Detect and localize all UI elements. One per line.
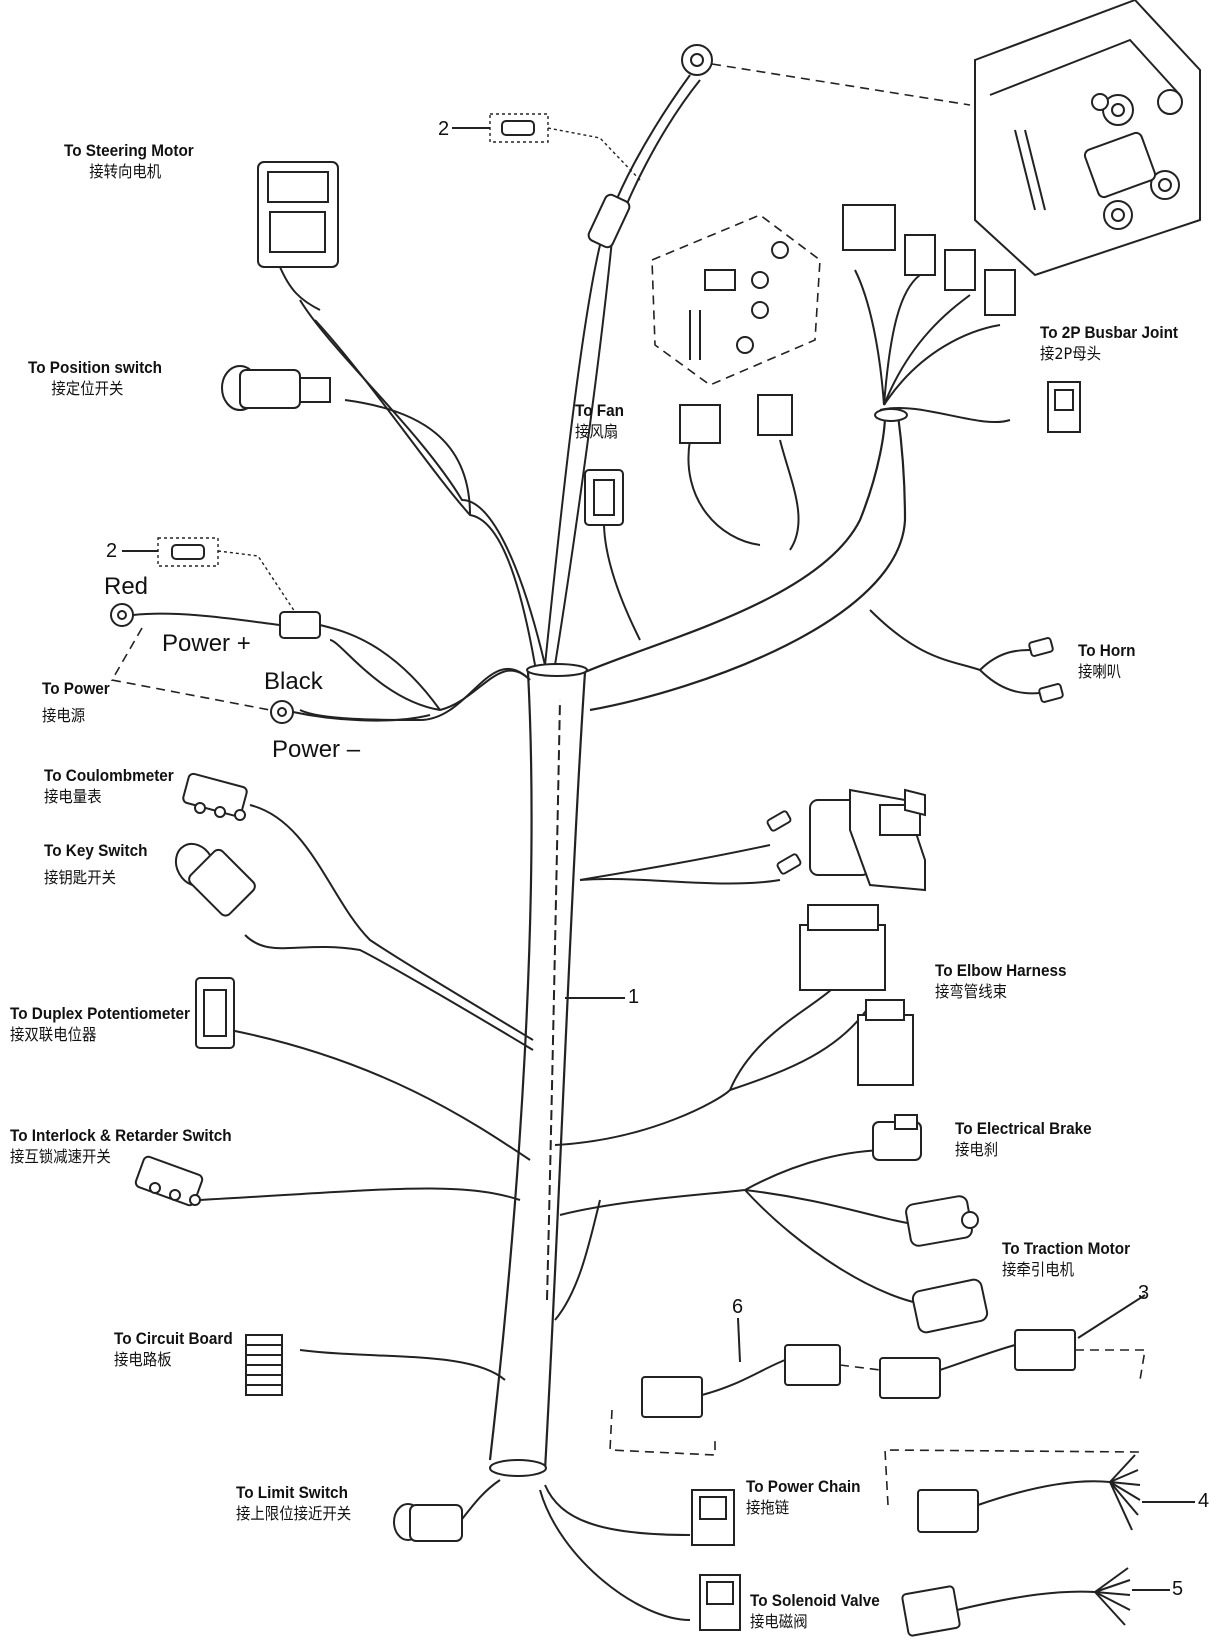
electrical-brake-connector: [872, 1114, 922, 1161]
power-terminals: [110, 603, 441, 724]
label-en: To Steering Motor: [64, 141, 194, 160]
relay: [766, 788, 926, 892]
terminal-black-label: Black: [264, 668, 323, 695]
label-en: To 2P Busbar Joint: [1040, 323, 1179, 342]
label-zh: 接上限位接近开关: [236, 1504, 352, 1523]
label-solenoid-valve: To Solenoid Valve 接电磁阀: [750, 1590, 880, 1632]
steering-motor-connector: [257, 161, 339, 311]
label-en: To Electrical Brake: [955, 1119, 1092, 1138]
label-electrical-brake: To Electrical Brake 接电刹: [955, 1118, 1092, 1160]
fan-module: [651, 214, 821, 444]
label-interlock-switch: To Interlock & Retarder Switch 接互锁减速开关: [10, 1125, 232, 1167]
circuit-board-connector: [245, 1334, 283, 1396]
power-chain-connector: [691, 1489, 735, 1546]
label-zh: 接互锁减速开关: [10, 1147, 111, 1166]
busbar-connector: [1047, 381, 1081, 433]
duplex-potentiometer-connector: [195, 977, 235, 1049]
label-en: To Position switch: [28, 358, 163, 377]
limit-switch-connector: [393, 1503, 463, 1542]
callout-leaders: [565, 997, 1195, 1591]
label-traction-motor: To Traction Motor 接牵引电机: [1002, 1238, 1130, 1280]
label-zh: 接弯管线束: [935, 982, 1008, 1001]
terminal-power-minus-label: Power –: [272, 736, 361, 763]
controller-signal-connectors: [842, 204, 1016, 316]
label-en: To Solenoid Valve: [750, 1591, 880, 1610]
key-switch-connector: [174, 842, 256, 917]
label-zh: 接定位开关: [51, 379, 124, 398]
elbow-harness-connectors: [799, 904, 914, 1086]
callout-2-lower: 2: [106, 540, 118, 562]
fuse-callout-upper: [452, 44, 971, 249]
right-branches: [554, 269, 1041, 1306]
label-coulombmeter: To Coulombmeter 接电量表: [44, 765, 174, 807]
harness-5: [901, 1567, 1131, 1637]
callout-5: 5: [1172, 1578, 1184, 1600]
label-zh: 接拖链: [746, 1498, 790, 1517]
label-en: To Interlock & Retarder Switch: [10, 1126, 232, 1145]
label-horn: To Horn 接喇叭: [1078, 640, 1136, 682]
label-busbar: To 2P Busbar Joint 接2P母头: [1040, 322, 1178, 364]
label-zh: 接电量表: [44, 787, 102, 806]
label-power-chain: To Power Chain 接拖链: [746, 1476, 860, 1518]
label-elbow-harness: To Elbow Harness 接弯管线束: [935, 960, 1066, 1002]
position-switch-connector: [221, 365, 331, 411]
label-en: To Horn: [1078, 641, 1136, 660]
left-branches: [199, 239, 691, 1621]
callout-3: 3: [1138, 1282, 1150, 1304]
label-en: To Power: [42, 679, 110, 698]
label-steering-motor: To Steering Motor 接转向电机: [64, 140, 194, 182]
label-limit-switch: To Limit Switch 接上限位接近开关: [236, 1482, 351, 1524]
label-zh: 接电路板: [114, 1350, 172, 1369]
label-en: To Duplex Potentiometer: [10, 1004, 190, 1023]
label-fan: To Fan 接风扇: [575, 400, 624, 442]
label-zh: 接电刹: [955, 1140, 999, 1159]
label-zh: 接喇叭: [1078, 662, 1122, 681]
fuse-callout-lower: [122, 537, 296, 613]
label-position-switch: To Position switch 接定位开关: [28, 357, 162, 399]
label-zh: 接电磁阀: [750, 1612, 808, 1631]
label-power: To Power 接电源: [42, 678, 110, 726]
label-en: To Key Switch: [44, 841, 148, 860]
label-zh: 接双联电位器: [10, 1025, 97, 1044]
label-en: To Power Chain: [746, 1477, 861, 1496]
callout-1: 1: [628, 986, 640, 1008]
terminal-red-label: Red: [104, 573, 149, 600]
coulombmeter-connector: [182, 772, 248, 821]
label-en: To Traction Motor: [1002, 1239, 1131, 1258]
sub-harness-3-6: [609, 1329, 1146, 1456]
label-zh: 接风扇: [575, 422, 619, 441]
label-en: To Coulombmeter: [44, 766, 174, 785]
label-en: To Limit Switch: [236, 1483, 348, 1502]
fan-connector: [584, 469, 641, 641]
interlock-switch-connector: [134, 1155, 204, 1207]
label-zh: 接电源: [42, 706, 86, 725]
label-duplex-potentiometer: To Duplex Potentiometer 接双联电位器: [10, 1003, 190, 1045]
label-zh: 接2P母头: [1040, 344, 1102, 363]
solenoid-valve-connector: [699, 1574, 741, 1631]
label-key-switch: To Key Switch 接钥匙开关: [44, 840, 147, 888]
label-circuit-board: To Circuit Board 接电路板: [114, 1328, 233, 1370]
callout-4: 4: [1198, 1490, 1210, 1512]
label-zh: 接牵引电机: [1002, 1260, 1075, 1279]
label-en: To Circuit Board: [114, 1329, 233, 1348]
label-en: To Fan: [575, 401, 625, 420]
callout-2-upper: 2: [438, 118, 450, 140]
horn-terminals: [1028, 637, 1064, 703]
terminal-power-plus-label: Power +: [162, 630, 251, 657]
traction-motor-connectors: [905, 1195, 989, 1334]
label-zh: 接钥匙开关: [44, 868, 117, 887]
harness-4: [884, 1449, 1141, 1533]
label-zh: 接转向电机: [89, 162, 162, 181]
callout-6: 6: [732, 1296, 744, 1318]
label-en: To Elbow Harness: [935, 961, 1067, 980]
motor-controller: [974, 0, 1201, 277]
